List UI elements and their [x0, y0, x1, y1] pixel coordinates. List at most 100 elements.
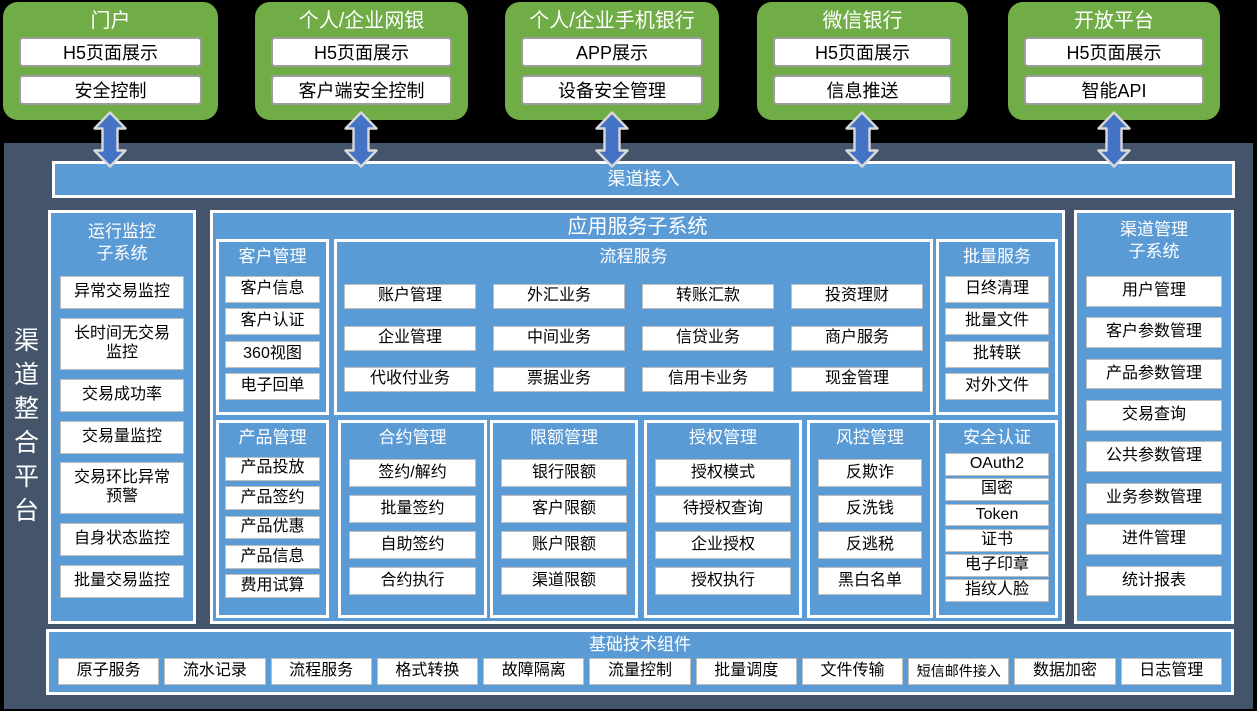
item-box: 信用卡业务: [642, 366, 774, 392]
item-box: 授权执行: [655, 567, 791, 595]
item-box: 数据加密: [1014, 658, 1116, 685]
channel-mgmt-title: 渠道管理 子系统: [1120, 220, 1188, 262]
item-box: 日终清理: [945, 275, 1049, 303]
item-box: 反欺诈: [818, 459, 922, 488]
channel-box-wechat-bank: 微信银行 H5页面展示信息推送: [757, 2, 968, 120]
item-box: 产品参数管理: [1086, 358, 1222, 390]
double-arrow-icon: [845, 111, 879, 168]
channel-items: H5页面展示智能API: [1024, 37, 1204, 113]
item-box: 交易成功率: [60, 378, 184, 412]
item-box: 客户端安全控制: [271, 75, 452, 105]
channel-items: H5页面展示信息推送: [773, 37, 952, 113]
item-box: 投资理财: [791, 284, 923, 310]
item-box: 智能API: [1024, 75, 1204, 105]
customer-items: 客户信息客户认证 360视图电子回单: [219, 268, 326, 412]
monitor-subsystem-panel: 运行监控 子系统 异常交易监控长时间无交易 监控交易成功率交易量监控交易环比异常…: [48, 210, 196, 624]
item-box: 银行限额: [501, 459, 627, 488]
limit-mgmt-title: 限额管理: [530, 428, 598, 447]
double-arrow-icon: [93, 111, 127, 168]
item-box: 合约执行: [349, 567, 476, 595]
app-services-title: 应用服务子系统: [567, 216, 708, 238]
item-box: 转账汇款: [642, 284, 774, 310]
product-items: 产品投放产品签约产品优惠产品信息费用试算: [219, 449, 326, 615]
item-box: H5页面展示: [1024, 37, 1204, 67]
platform-vertical-label: 渠道整合平台: [4, 143, 49, 709]
channel-title: 个人/企业网银: [298, 10, 425, 32]
item-box: 客户限额: [501, 495, 627, 523]
item-box: 安全控制: [19, 75, 202, 105]
item-box: 客户认证: [225, 308, 320, 336]
channel-box-ebank: 个人/企业网银 H5页面展示客户端安全控制: [255, 2, 468, 120]
double-arrow-icon: [1097, 111, 1131, 168]
item-box: 自身状态监控: [60, 523, 184, 557]
item-box: 交易环比异常 预警: [60, 462, 184, 515]
item-box: 账户管理: [344, 284, 476, 310]
item-box: 电子回单: [225, 373, 320, 401]
item-box: 短信邮件接入: [908, 658, 1010, 685]
item-box: 交易查询: [1086, 399, 1222, 431]
item-box: 电子印章: [945, 553, 1049, 577]
customer-mgmt-title: 客户管理: [238, 247, 307, 266]
product-mgmt-title: 产品管理: [238, 428, 307, 447]
base-components-title: 基础技术组件: [589, 635, 691, 654]
item-box: 信息推送: [773, 75, 952, 105]
item-box: 企业授权: [655, 531, 791, 559]
item-box: OAuth2: [945, 453, 1049, 477]
item-box: 业务参数管理: [1086, 482, 1222, 514]
item-box: 交易量监控: [60, 420, 184, 454]
batch-services-panel: 批量服务 日终清理批量文件批转联对外文件: [936, 239, 1058, 415]
channel-title: 微信银行: [822, 10, 903, 32]
item-box: 反洗钱: [818, 495, 922, 523]
platform-vertical-label-text: 渠道整合平台: [13, 327, 39, 525]
item-box: 公共参数管理: [1086, 441, 1222, 473]
item-box: 黑白名单: [818, 567, 922, 595]
item-box: 信贷业务: [642, 325, 774, 351]
channel-box-open-platform: 开放平台 H5页面展示智能API: [1008, 2, 1220, 120]
item-box: 票据业务: [493, 366, 625, 392]
item-box: 异常交易监控: [60, 276, 184, 310]
item-box: 账户限额: [501, 531, 627, 559]
item-box: 自助签约: [349, 531, 476, 559]
item-box: 用户管理: [1086, 275, 1222, 307]
channel-access-title: 渠道接入: [607, 168, 680, 189]
product-mgmt-panel: 产品管理 产品投放产品签约产品优惠产品信息费用试算: [216, 420, 329, 618]
item-box: 签约/解约: [349, 459, 476, 488]
channel-box-portal: 门户 H5页面展示安全控制: [3, 2, 218, 120]
double-arrow-icon: [595, 111, 629, 168]
item-box: 流水记录: [164, 658, 266, 685]
process-services-title: 流程服务: [599, 247, 668, 266]
limit-mgmt-panel: 限额管理 银行限额客户限额账户限额渠道限额: [490, 420, 638, 618]
item-box: APP展示: [521, 37, 703, 67]
channel-box-mobile-bank: 个人/企业手机银行 APP展示设备安全管理: [505, 2, 719, 120]
authorization-mgmt-title: 授权管理: [689, 428, 757, 447]
security-auth-title: 安全认证: [963, 428, 1031, 447]
item-box: 360视图: [225, 340, 320, 368]
item-box: H5页面展示: [19, 37, 202, 67]
item-box: 指纹人脸: [945, 578, 1049, 602]
item-box: 流程服务: [270, 658, 372, 685]
item-box: H5页面展示: [271, 37, 452, 67]
item-box: 统计报表: [1086, 565, 1222, 597]
item-box: 客户信息: [225, 275, 320, 303]
item-box: 产品信息: [225, 545, 320, 569]
channel-items: H5页面展示客户端安全控制: [271, 37, 452, 113]
monitor-subsystem-title: 运行监控 子系统: [88, 222, 156, 264]
double-arrow-icon: [344, 111, 378, 168]
channel-items: APP展示设备安全管理: [521, 37, 703, 113]
item-box: H5页面展示: [773, 37, 952, 67]
item-box: 代收付业务: [344, 366, 476, 392]
item-box: 批量交易监控: [60, 565, 184, 598]
item-box: 外汇业务: [493, 284, 625, 310]
item-box: 渠道限额: [501, 567, 627, 595]
item-box: 批转联: [945, 340, 1049, 368]
item-box: 长时间无交易 监控: [60, 318, 184, 370]
contract-items: 签约/解约批量签约自助签约合约执行: [341, 449, 484, 615]
item-box: 设备安全管理: [521, 75, 703, 105]
item-box: 流量控制: [589, 658, 691, 685]
authorization-mgmt-panel: 授权管理 授权模式待授权查询企业授权授权执行: [644, 420, 802, 618]
channel-title: 门户: [90, 10, 131, 32]
item-box: 原子服务: [58, 658, 160, 685]
item-box: 客户参数管理: [1086, 317, 1222, 348]
